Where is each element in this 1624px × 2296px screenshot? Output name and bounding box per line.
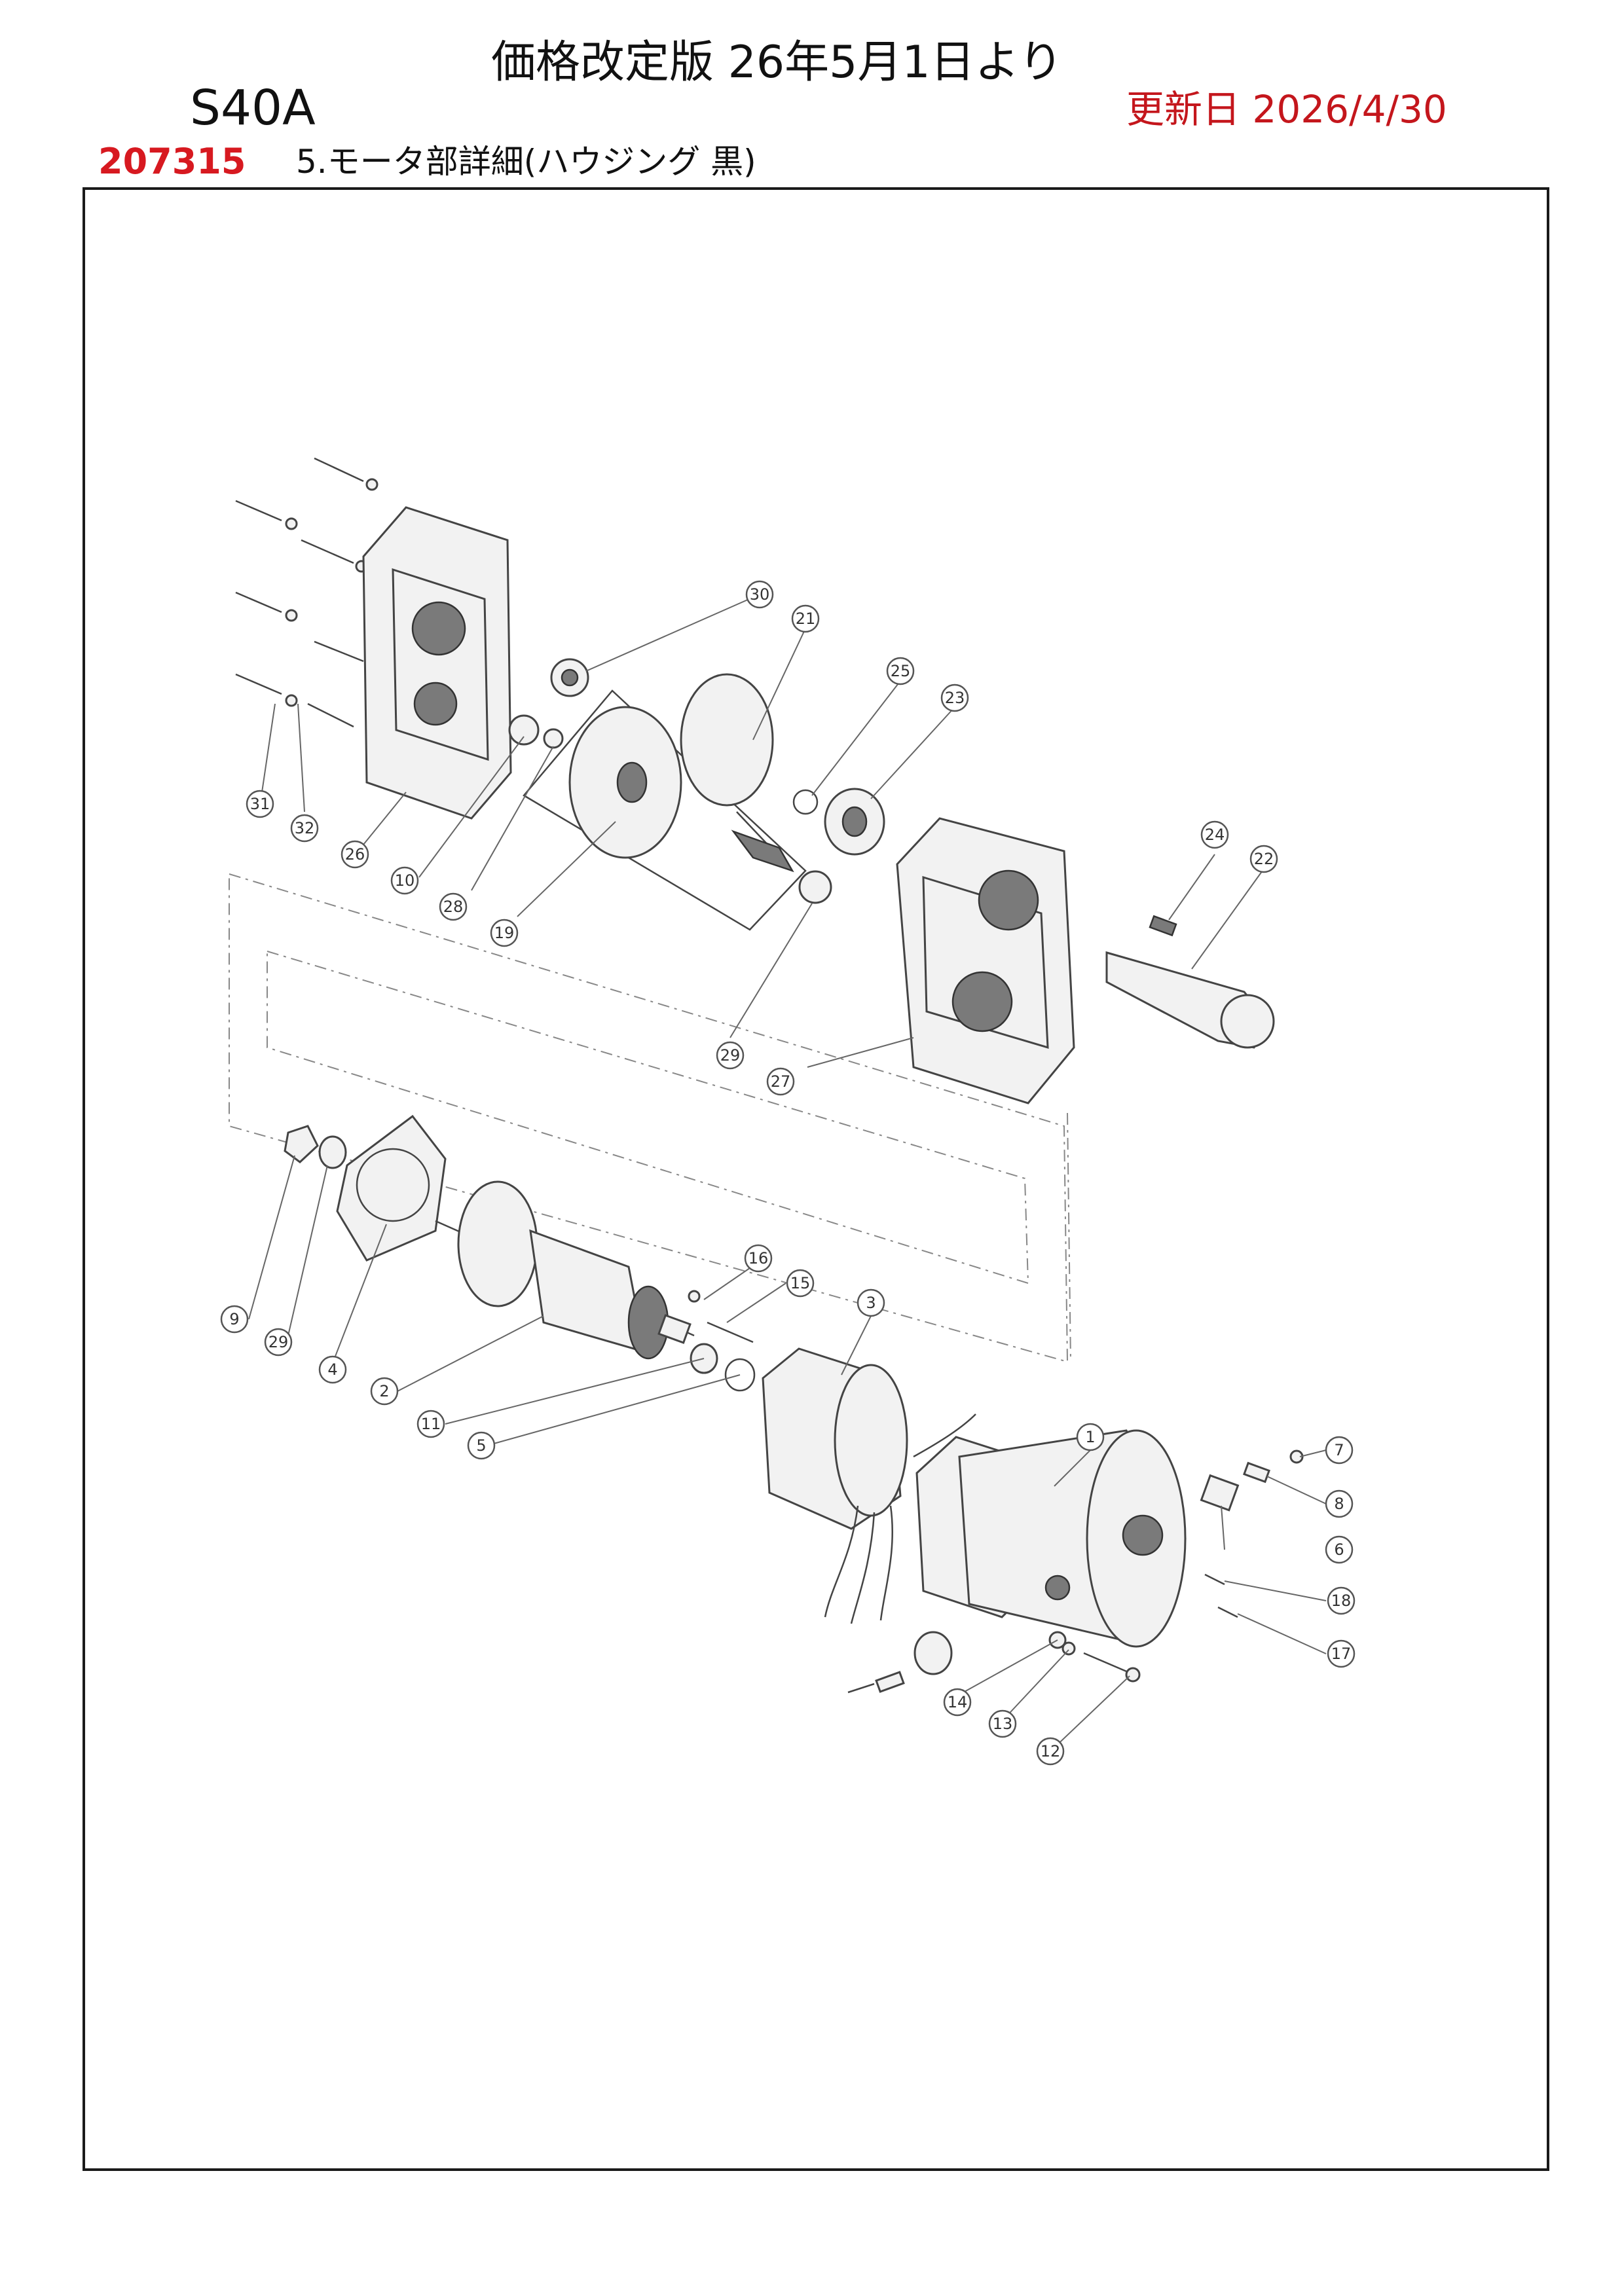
gear-21 bbox=[680, 673, 774, 807]
callout-10: 10 bbox=[390, 866, 419, 895]
svg-text:12: 12 bbox=[1041, 1742, 1061, 1760]
washer-28 bbox=[543, 728, 564, 749]
updated-date: 更新日 2026/4/30 bbox=[1126, 87, 1447, 132]
callout-15: 15 bbox=[786, 1269, 815, 1298]
svg-text:9: 9 bbox=[229, 1310, 239, 1328]
svg-text:18: 18 bbox=[1331, 1592, 1352, 1610]
svg-text:22: 22 bbox=[1254, 850, 1274, 868]
svg-text:26: 26 bbox=[345, 845, 365, 864]
screw-16 bbox=[688, 1290, 701, 1303]
callout-25: 25 bbox=[886, 657, 915, 685]
svg-text:17: 17 bbox=[1331, 1645, 1352, 1663]
svg-text:13: 13 bbox=[993, 1715, 1013, 1733]
bearing-10 bbox=[508, 714, 540, 746]
svg-text:16: 16 bbox=[748, 1249, 769, 1267]
callout-16: 16 bbox=[744, 1244, 773, 1273]
callout-3: 3 bbox=[857, 1288, 885, 1317]
callout-18: 18 bbox=[1327, 1586, 1356, 1615]
stator bbox=[762, 1347, 976, 1624]
svg-text:10: 10 bbox=[395, 871, 415, 890]
ring-5 bbox=[724, 1358, 756, 1392]
svg-text:11: 11 bbox=[421, 1415, 441, 1433]
svg-text:2: 2 bbox=[379, 1382, 389, 1400]
svg-text:7: 7 bbox=[1334, 1441, 1344, 1459]
callout-24: 24 bbox=[1200, 820, 1229, 849]
callout-23: 23 bbox=[940, 683, 969, 712]
leader-lines bbox=[248, 594, 1327, 1752]
motor-housing bbox=[915, 1429, 1187, 1648]
brush-holder-6 bbox=[1200, 1474, 1240, 1512]
callout-17: 17 bbox=[1327, 1639, 1356, 1668]
svg-text:3: 3 bbox=[866, 1294, 876, 1312]
brush-cap bbox=[913, 1631, 953, 1675]
callout-19: 19 bbox=[490, 919, 519, 947]
callout-29-upper: 29 bbox=[716, 1041, 745, 1070]
bolt-set bbox=[235, 457, 378, 728]
spring-17 bbox=[1217, 1606, 1238, 1618]
circlip-25 bbox=[792, 789, 819, 815]
svg-text:32: 32 bbox=[295, 819, 315, 837]
svg-text:29: 29 bbox=[268, 1333, 289, 1351]
callout-11: 11 bbox=[416, 1410, 445, 1438]
rear-cover-plate bbox=[362, 506, 512, 820]
section-title: 5.モータ部詳細(ハウジング 黒) bbox=[296, 143, 756, 181]
callout-21: 21 bbox=[791, 604, 820, 633]
brush-8 bbox=[1243, 1461, 1270, 1484]
bearing-29-upper bbox=[798, 870, 832, 904]
lower-assembly-envelope bbox=[267, 950, 1029, 1285]
svg-text:29: 29 bbox=[720, 1046, 741, 1065]
callout-12: 12 bbox=[1036, 1737, 1065, 1766]
svg-text:1: 1 bbox=[1085, 1428, 1095, 1446]
bearing-29-lower bbox=[318, 1135, 347, 1169]
callout-29-lower: 29 bbox=[264, 1328, 293, 1357]
price-revision-title: 価格改定版 26年5月1日より bbox=[491, 37, 1063, 88]
svg-text:8: 8 bbox=[1334, 1495, 1344, 1513]
svg-text:15: 15 bbox=[790, 1274, 811, 1292]
svg-text:23: 23 bbox=[945, 689, 965, 707]
callout-27: 27 bbox=[766, 1067, 795, 1096]
svg-text:21: 21 bbox=[796, 610, 816, 628]
callout-4: 4 bbox=[318, 1355, 347, 1384]
svg-text:6: 6 bbox=[1334, 1540, 1344, 1559]
svg-text:24: 24 bbox=[1205, 826, 1225, 844]
callout-5: 5 bbox=[467, 1431, 496, 1460]
svg-text:4: 4 bbox=[327, 1360, 337, 1379]
callout-14: 14 bbox=[943, 1688, 972, 1717]
svg-text:27: 27 bbox=[771, 1072, 791, 1091]
callout-31: 31 bbox=[246, 790, 274, 818]
svg-text:30: 30 bbox=[750, 585, 770, 604]
gear-housing bbox=[896, 817, 1075, 1104]
callout-28: 28 bbox=[439, 892, 468, 921]
svg-text:25: 25 bbox=[891, 662, 911, 680]
key-24 bbox=[1149, 915, 1177, 937]
callout-26: 26 bbox=[341, 840, 369, 869]
model-name: S40A bbox=[190, 80, 316, 136]
callout-32: 32 bbox=[290, 814, 319, 843]
callout-13: 13 bbox=[988, 1709, 1017, 1738]
gear-assembly-outline bbox=[523, 689, 807, 931]
bearing-plate-4 bbox=[336, 1114, 447, 1262]
armature bbox=[435, 1180, 695, 1360]
svg-text:14: 14 bbox=[948, 1693, 968, 1711]
callout-6: 6 bbox=[1325, 1535, 1354, 1564]
spring-18 bbox=[1204, 1573, 1225, 1586]
callout-8: 8 bbox=[1325, 1489, 1354, 1518]
svg-text:31: 31 bbox=[250, 795, 270, 813]
part-number: 207315 bbox=[98, 141, 246, 182]
svg-text:5: 5 bbox=[476, 1436, 486, 1455]
washer-13 bbox=[1061, 1641, 1076, 1656]
svg-text:19: 19 bbox=[494, 924, 515, 942]
screw-12 bbox=[1083, 1652, 1130, 1674]
svg-text:28: 28 bbox=[443, 898, 464, 916]
upper-assembly-envelope bbox=[229, 873, 1069, 1363]
callout-22: 22 bbox=[1249, 845, 1278, 873]
callout-1: 1 bbox=[1076, 1423, 1105, 1451]
callout-7: 7 bbox=[1325, 1436, 1354, 1465]
cap-9 bbox=[284, 1125, 319, 1163]
callout-30: 30 bbox=[745, 580, 774, 609]
callout-9: 9 bbox=[220, 1305, 249, 1334]
diagram-frame bbox=[83, 187, 1549, 2171]
callout-2: 2 bbox=[370, 1377, 399, 1406]
